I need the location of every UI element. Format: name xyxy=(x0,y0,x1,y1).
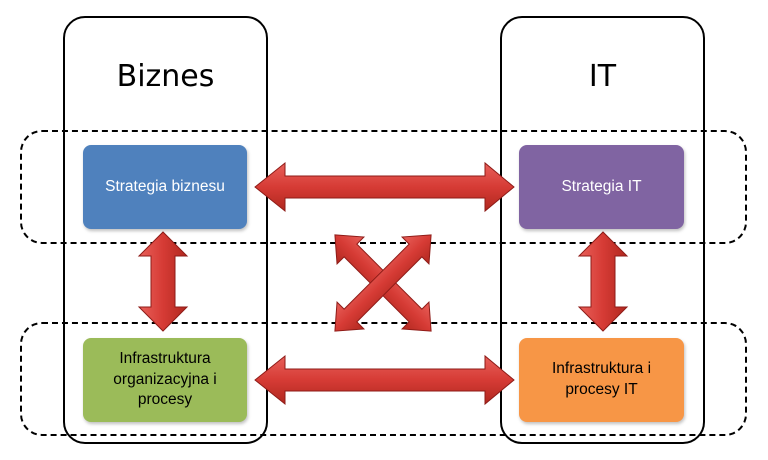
business-infrastructure-box: Infrastruktura organizacyjna i procesy xyxy=(83,338,247,422)
business-column xyxy=(63,16,268,444)
it-infrastructure-box: Infrastruktura i procesy IT xyxy=(519,338,684,422)
it-strategy-box: Strategia IT xyxy=(519,145,684,229)
business-strategy-box: Strategia biznesu xyxy=(83,145,247,229)
it-column-title: IT xyxy=(588,59,617,94)
it-column xyxy=(500,16,705,444)
business-column-title: Biznes xyxy=(116,59,215,94)
